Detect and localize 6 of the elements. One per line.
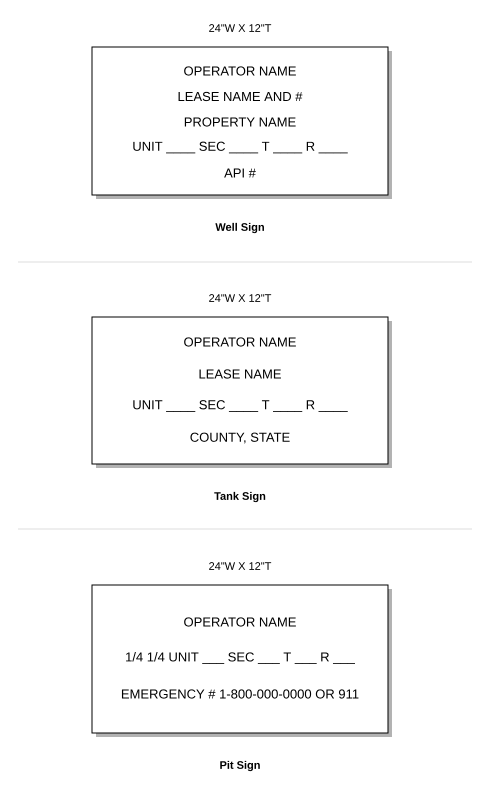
sign-caption: Pit Sign <box>220 760 260 772</box>
dimension-label: 24"W X 12"T <box>209 294 272 302</box>
sign-caption: Tank Sign <box>214 492 266 502</box>
sign-caption: Well Sign <box>215 222 264 234</box>
dimension-label: 24"W X 12"T <box>209 562 272 570</box>
dimension-label: 24"W X 12"T <box>209 24 272 32</box>
